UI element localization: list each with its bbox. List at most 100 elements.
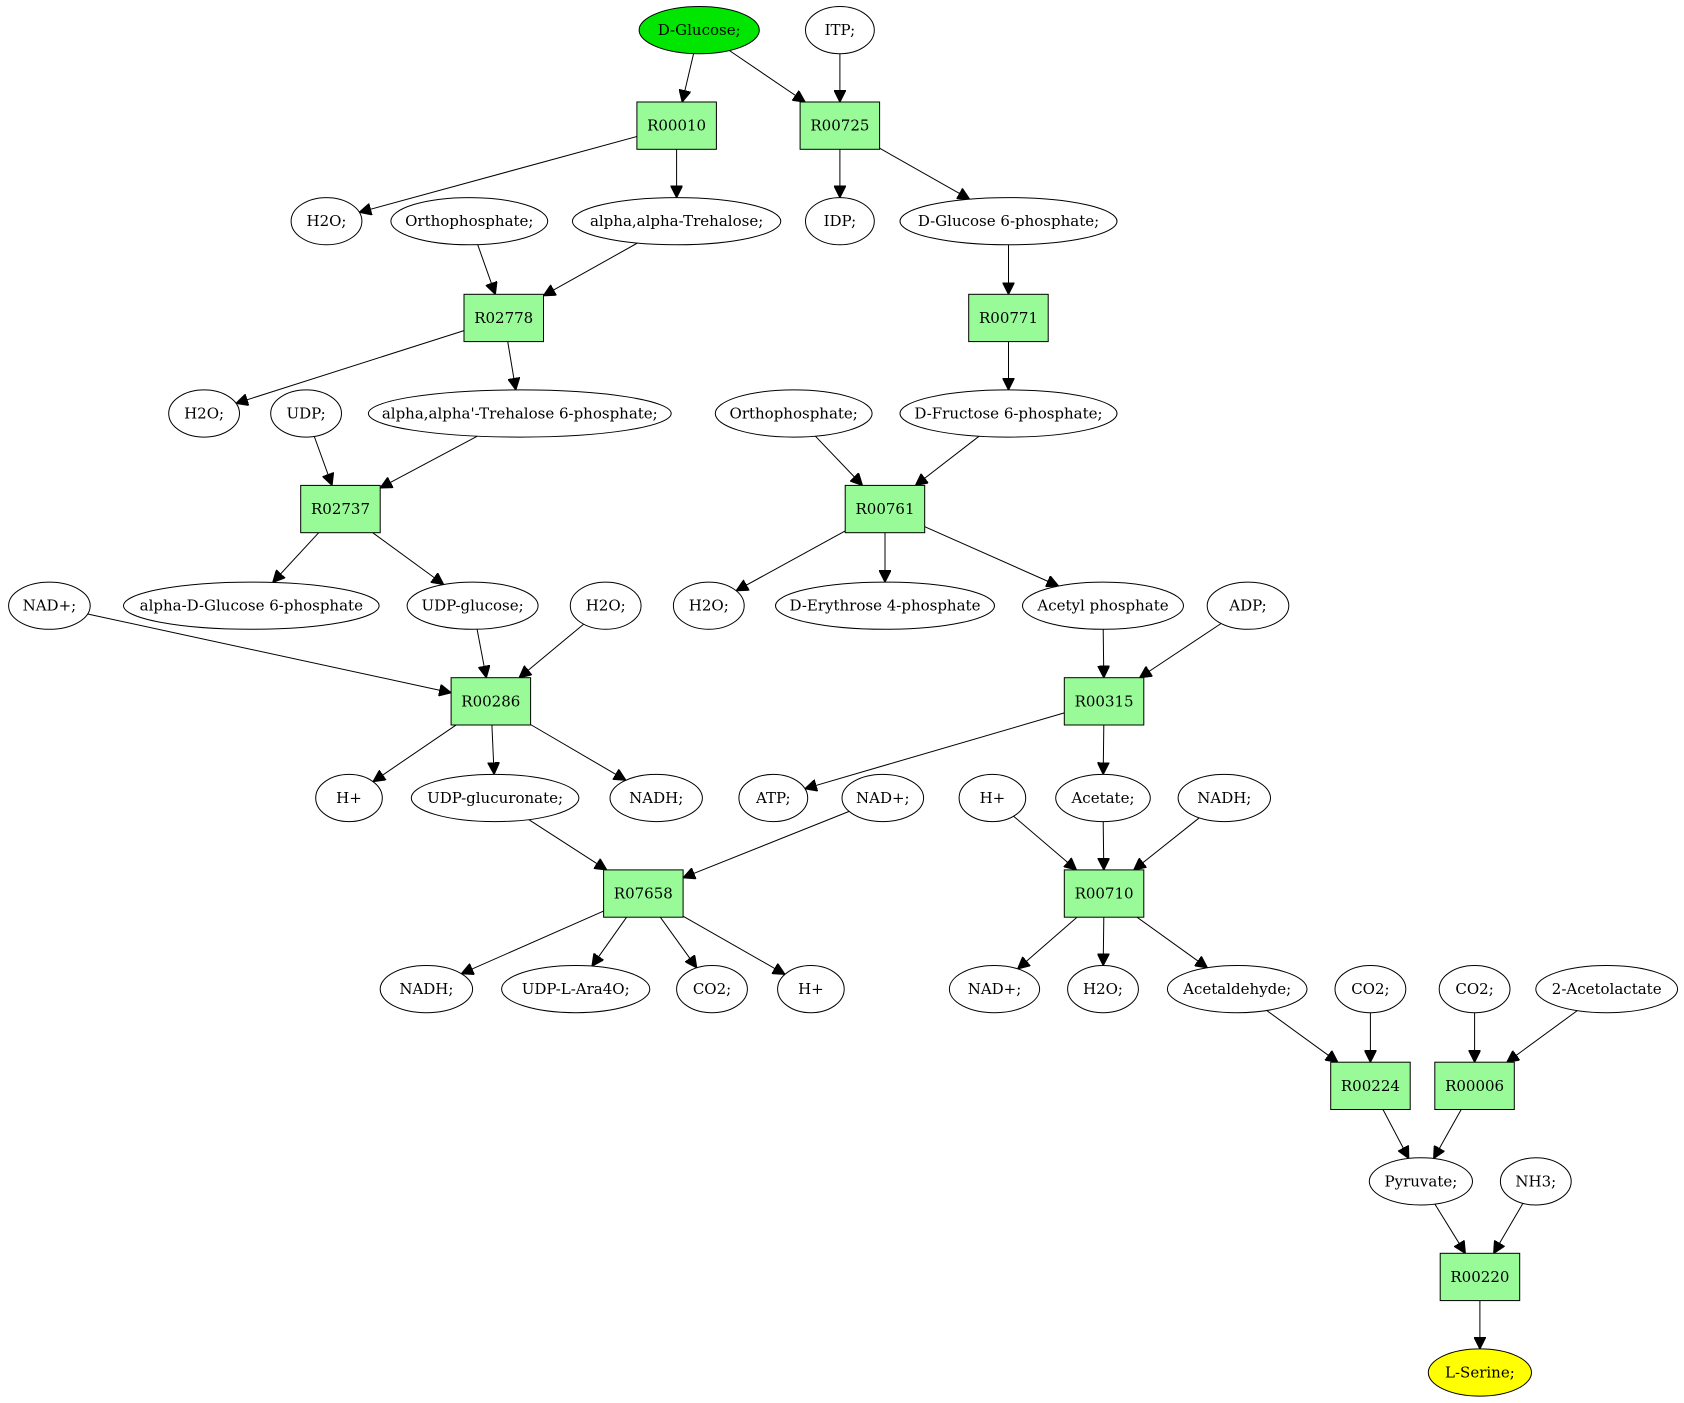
edge-orthophos-a-to-r02778 (477, 244, 496, 295)
compound-node-orthophos-b: Orthophosphate; (714, 389, 873, 438)
edge-r00286-to-udpglc-a (492, 724, 494, 774)
compound-ellipse (714, 389, 873, 438)
edge-pyruvate-to-r00220 (1434, 1203, 1465, 1253)
compound-ellipse (8, 581, 91, 630)
edge-r02778-to-h2o-b (236, 330, 465, 404)
edge-glc-to-r00725 (729, 50, 805, 103)
node-label: L-Serine; (1445, 1364, 1515, 1382)
compound-node-acetolactate: 2-Acetolactate (1535, 965, 1679, 1014)
compound-ellipse (609, 773, 703, 823)
reaction-node-r00010: R00010 (636, 101, 717, 150)
compound-ellipse (1427, 1348, 1533, 1397)
node-label: CO2; (693, 980, 731, 998)
node-label: CO2; (1351, 980, 1389, 998)
node-label: NADH; (629, 789, 683, 807)
edge-acetolactate-to-r00006 (1507, 1010, 1578, 1063)
node-label: NH3; (1515, 1172, 1556, 1190)
edge-h2o-c-to-r00286 (519, 623, 584, 678)
compound-node-acetate: Acetate; (1055, 773, 1151, 823)
compound-ellipse (1206, 581, 1290, 630)
compound-node-udpara: UDP-L-Ara4O; (501, 965, 651, 1014)
compound-node-udpglc: UDP-glucose; (406, 581, 539, 630)
compound-node-acald: Acetaldehyde; (1166, 965, 1308, 1014)
reaction-box (968, 293, 1049, 343)
compound-ellipse (571, 197, 782, 246)
compound-node-udpglc-a: UDP-glucuronate; (410, 773, 580, 823)
node-label: R00761 (855, 500, 914, 518)
reaction-box (463, 293, 544, 343)
node-label: R00006 (1445, 1077, 1504, 1095)
reaction-box (1439, 1252, 1521, 1302)
node-label: alpha-D-Glucose 6-phosphate (140, 597, 363, 615)
edge-udpglc-to-r00286 (476, 629, 486, 677)
compound-node-co2-c: CO2; (1438, 965, 1511, 1014)
node-label: Acetyl phosphate (1036, 597, 1168, 615)
edge-r07658-to-hplus-c (682, 915, 785, 974)
reaction-box (1063, 677, 1145, 726)
edge-r00761-to-h2o-d (736, 530, 846, 591)
compound-ellipse (676, 965, 748, 1014)
reaction-node-r00220: R00220 (1439, 1252, 1521, 1302)
node-label: alpha,alpha-Trehalose; (590, 212, 763, 230)
node-label: R00220 (1450, 1268, 1509, 1286)
edge-r07658-to-co2-a (659, 916, 696, 968)
compound-node-pyruvate: Pyruvate; (1368, 1157, 1474, 1206)
reaction-box (1330, 1061, 1411, 1110)
reaction-node-r02737: R02737 (300, 484, 381, 534)
reaction-box (636, 101, 717, 150)
reaction-node-r00725: R00725 (799, 101, 881, 150)
node-label: H2O; (1083, 980, 1123, 998)
edge-r00710-to-acald (1136, 916, 1207, 968)
edge-r02778-to-t6p (507, 341, 516, 390)
reaction-box (300, 484, 381, 534)
compound-node-serine: L-Serine; (1427, 1348, 1533, 1397)
node-label: UDP; (286, 405, 325, 423)
node-label: Pyruvate; (1385, 1172, 1458, 1190)
node-label: R00771 (979, 309, 1038, 327)
node-label: UDP-glucuronate; (427, 789, 563, 807)
compound-ellipse (1334, 965, 1407, 1014)
reaction-box (1063, 869, 1145, 918)
edge-r00286-to-hplus-a (373, 724, 457, 782)
compound-node-nad-a: NAD+; (8, 581, 91, 630)
node-label: NAD+; (856, 789, 910, 807)
node-label: NAD+; (968, 980, 1022, 998)
compound-node-hplus-c: H+ (777, 965, 845, 1014)
reaction-box (450, 677, 532, 726)
compound-ellipse (315, 773, 383, 823)
reaction-node-r00286: R00286 (450, 677, 532, 726)
compound-ellipse (775, 581, 995, 630)
edge-acetate-to-r00710 (1103, 821, 1104, 870)
compound-node-glc: D-Glucose; (638, 6, 760, 55)
edge-r00710-to-nad-c (1018, 916, 1078, 969)
compound-node-trehalose: alpha,alpha-Trehalose; (571, 197, 782, 246)
compound-node-itp: ITP; (805, 6, 875, 55)
node-label: ATP; (755, 789, 791, 807)
node-label: IDP; (824, 212, 857, 230)
compound-node-e4p: D-Erythrose 4-phosphate (775, 581, 995, 630)
compound-ellipse (672, 581, 745, 630)
compound-ellipse (1368, 1157, 1474, 1206)
node-label: H2O; (586, 597, 626, 615)
reaction-node-r00224: R00224 (1330, 1061, 1411, 1110)
compound-node-hplus-a: H+ (315, 773, 383, 823)
compound-ellipse (1022, 581, 1184, 630)
compound-ellipse (1067, 965, 1139, 1014)
compound-node-ag6p: alpha-D-Glucose 6-phosphate (123, 581, 380, 630)
edge-glc-to-r00010 (682, 53, 695, 102)
compound-ellipse (569, 581, 642, 630)
edge-r00286-to-nadh-a (530, 724, 626, 781)
node-label: D-Erythrose 4-phosphate (790, 597, 981, 615)
node-label: R02778 (474, 309, 533, 327)
compound-node-nad-c: NAD+; (948, 965, 1041, 1014)
compound-node-co2-b: CO2; (1334, 965, 1407, 1014)
compound-ellipse (290, 197, 363, 246)
edge-r00761-to-acp (924, 526, 1059, 586)
node-label: H2O; (689, 597, 729, 615)
node-label: Acetaldehyde; (1182, 980, 1291, 998)
edge-r00315-to-acetate (1103, 724, 1104, 774)
node-label: NADH; (1197, 789, 1251, 807)
node-label: ITP; (825, 21, 856, 39)
node-label: H2O; (307, 212, 347, 230)
